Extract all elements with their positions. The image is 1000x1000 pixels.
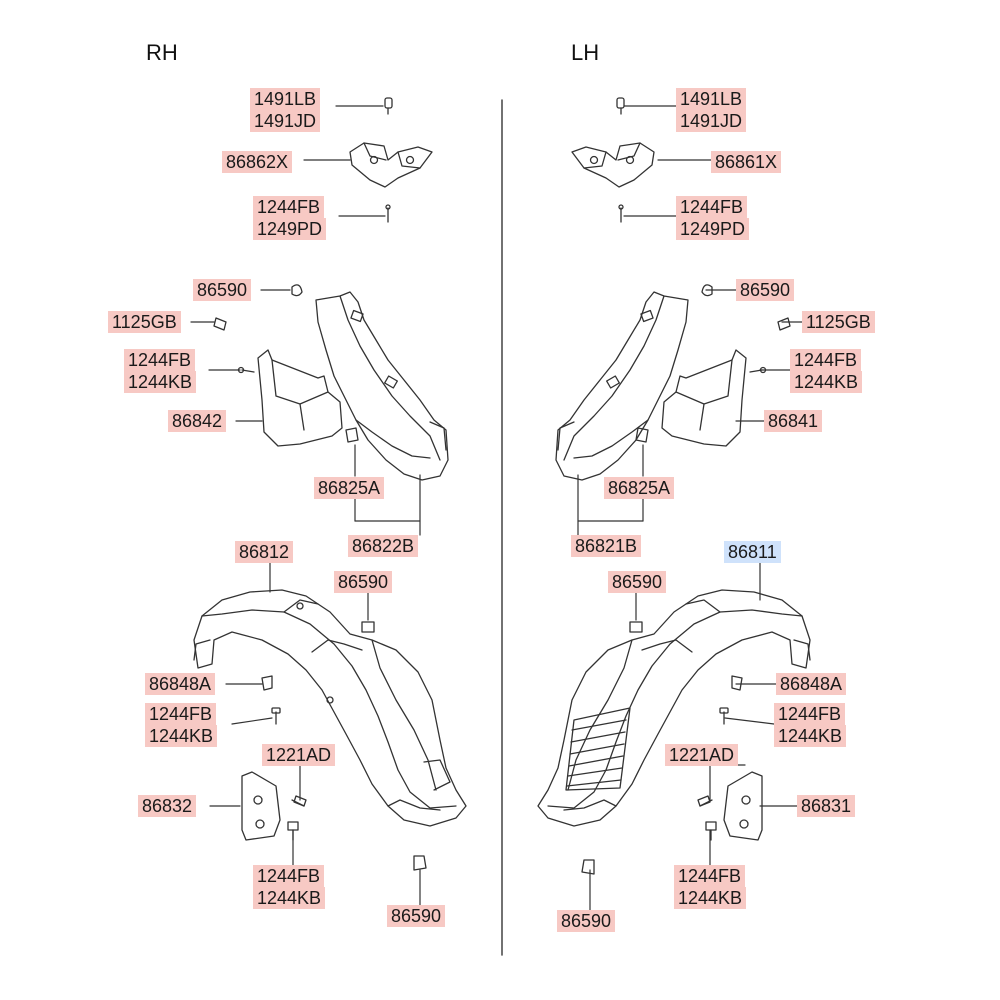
part-label-rh-1125gb[interactable]: 1125GB bbox=[108, 311, 181, 333]
part-label-rh-86842[interactable]: 86842 bbox=[168, 410, 227, 432]
part-label-lh-1244kb-b[interactable]: 1244KB bbox=[790, 371, 863, 393]
part-label-rh-1221ad[interactable]: 1221AD bbox=[262, 744, 336, 766]
part-label-rh-1244fb-c[interactable]: 1244FB bbox=[145, 703, 217, 725]
rh-bolt-1491 bbox=[384, 97, 393, 115]
rh-clip-86590-c bbox=[413, 855, 427, 871]
lh-bracket-86861x bbox=[571, 142, 655, 188]
part-label-rh-86832[interactable]: 86832 bbox=[138, 795, 197, 817]
lh-mudpanel-86821b bbox=[555, 291, 689, 481]
part-label-lh-86831[interactable]: 86831 bbox=[797, 795, 856, 817]
part-label-lh-1244fb-b[interactable]: 1244FB bbox=[790, 349, 862, 371]
lh-clip-86590-c bbox=[581, 859, 595, 875]
part-label-lh-86861x[interactable]: 86861X bbox=[711, 151, 782, 173]
heading-lh: LH bbox=[571, 40, 600, 65]
rh-inner-fender-86812 bbox=[193, 589, 467, 827]
rh-clip-86590-b bbox=[361, 621, 375, 633]
rh-bracket-86832 bbox=[241, 771, 281, 841]
part-label-lh-1244fb-top[interactable]: 1244FB bbox=[676, 196, 748, 218]
rh-bolt-1244-c bbox=[271, 707, 281, 725]
part-label-rh-86590-b[interactable]: 86590 bbox=[334, 571, 393, 593]
lh-screw-1244fb bbox=[618, 204, 624, 223]
lh-bolt-1244-d bbox=[705, 821, 717, 841]
part-label-rh-1491lb[interactable]: 1491LB bbox=[250, 88, 321, 110]
rh-mudguard-86842 bbox=[257, 349, 343, 447]
lh-mudguard-86841 bbox=[661, 349, 747, 447]
lh-bolt-1244-b bbox=[749, 366, 767, 374]
part-label-rh-86590-a[interactable]: 86590 bbox=[193, 279, 252, 301]
rh-mudpanel-86822b bbox=[315, 291, 449, 481]
rh-clip-86590-a bbox=[291, 284, 303, 297]
rh-bolt-1244-d bbox=[287, 821, 299, 841]
lh-clip-86848a bbox=[731, 675, 743, 691]
lh-bolt-1221ad bbox=[697, 795, 713, 807]
rh-bracket-86862x bbox=[349, 142, 433, 188]
lh-clip-86590-b bbox=[629, 621, 643, 633]
rh-bolt-1244-b bbox=[237, 366, 255, 374]
part-label-rh-86590-c[interactable]: 86590 bbox=[387, 905, 446, 927]
part-label-rh-1244kb-c[interactable]: 1244KB bbox=[145, 725, 218, 747]
part-label-rh-1244fb-d[interactable]: 1244FB bbox=[253, 865, 325, 887]
part-label-lh-86590-b[interactable]: 86590 bbox=[608, 571, 667, 593]
part-label-lh-1491jd[interactable]: 1491JD bbox=[676, 110, 747, 132]
part-label-lh-86825a[interactable]: 86825A bbox=[604, 477, 675, 499]
lh-clip-86825a bbox=[635, 427, 649, 443]
part-label-lh-1244fb-c[interactable]: 1244FB bbox=[774, 703, 846, 725]
part-label-lh-86590-c[interactable]: 86590 bbox=[557, 910, 616, 932]
part-label-rh-1244kb-b[interactable]: 1244KB bbox=[124, 371, 197, 393]
lh-screw-1125gb bbox=[777, 317, 791, 331]
rh-bolt-1221ad bbox=[291, 795, 307, 807]
part-label-rh-1244fb-b[interactable]: 1244FB bbox=[124, 349, 196, 371]
part-label-rh-86848a[interactable]: 86848A bbox=[145, 673, 216, 695]
part-label-lh-86821b[interactable]: 86821B bbox=[571, 535, 642, 557]
part-label-lh-1244fb-d[interactable]: 1244FB bbox=[674, 865, 746, 887]
rh-clip-86848a bbox=[261, 675, 273, 691]
part-label-rh-86862x[interactable]: 86862X bbox=[222, 151, 293, 173]
part-label-lh-1491lb[interactable]: 1491LB bbox=[676, 88, 747, 110]
lh-clip-86590-a bbox=[701, 284, 713, 297]
part-label-lh-86841[interactable]: 86841 bbox=[764, 410, 823, 432]
part-label-lh-1221ad[interactable]: 1221AD bbox=[665, 744, 739, 766]
part-label-lh-1244kb-c[interactable]: 1244KB bbox=[774, 725, 847, 747]
lh-bracket-86831 bbox=[723, 771, 763, 841]
part-label-rh-1491jd[interactable]: 1491JD bbox=[250, 110, 321, 132]
lh-leader-lines bbox=[577, 105, 803, 911]
part-label-lh-86811[interactable]: 86811 bbox=[724, 541, 781, 563]
lh-bolt-1244-c bbox=[719, 707, 729, 725]
lh-inner-fender-86811 bbox=[537, 589, 811, 827]
lh-parts-mirrored bbox=[537, 97, 811, 875]
part-label-rh-86825a[interactable]: 86825A bbox=[314, 477, 385, 499]
part-label-lh-86590-a[interactable]: 86590 bbox=[736, 279, 795, 301]
part-label-rh-1249pd[interactable]: 1249PD bbox=[253, 218, 327, 240]
part-label-lh-86848a[interactable]: 86848A bbox=[776, 673, 847, 695]
part-label-lh-1244kb-d[interactable]: 1244KB bbox=[674, 887, 747, 909]
heading-rh: RH bbox=[146, 40, 178, 65]
part-label-rh-1244fb-top[interactable]: 1244FB bbox=[253, 196, 325, 218]
rh-screw-1244fb bbox=[385, 204, 391, 223]
part-label-rh-86822b[interactable]: 86822B bbox=[348, 535, 419, 557]
rh-screw-1125gb bbox=[213, 317, 227, 331]
rh-clip-86825a bbox=[345, 427, 359, 443]
part-label-rh-1244kb-d[interactable]: 1244KB bbox=[253, 887, 326, 909]
part-label-lh-1125gb[interactable]: 1125GB bbox=[802, 311, 875, 333]
part-label-rh-86812[interactable]: 86812 bbox=[235, 541, 294, 563]
lh-bolt-1491 bbox=[616, 97, 625, 115]
part-label-lh-1249pd[interactable]: 1249PD bbox=[676, 218, 750, 240]
